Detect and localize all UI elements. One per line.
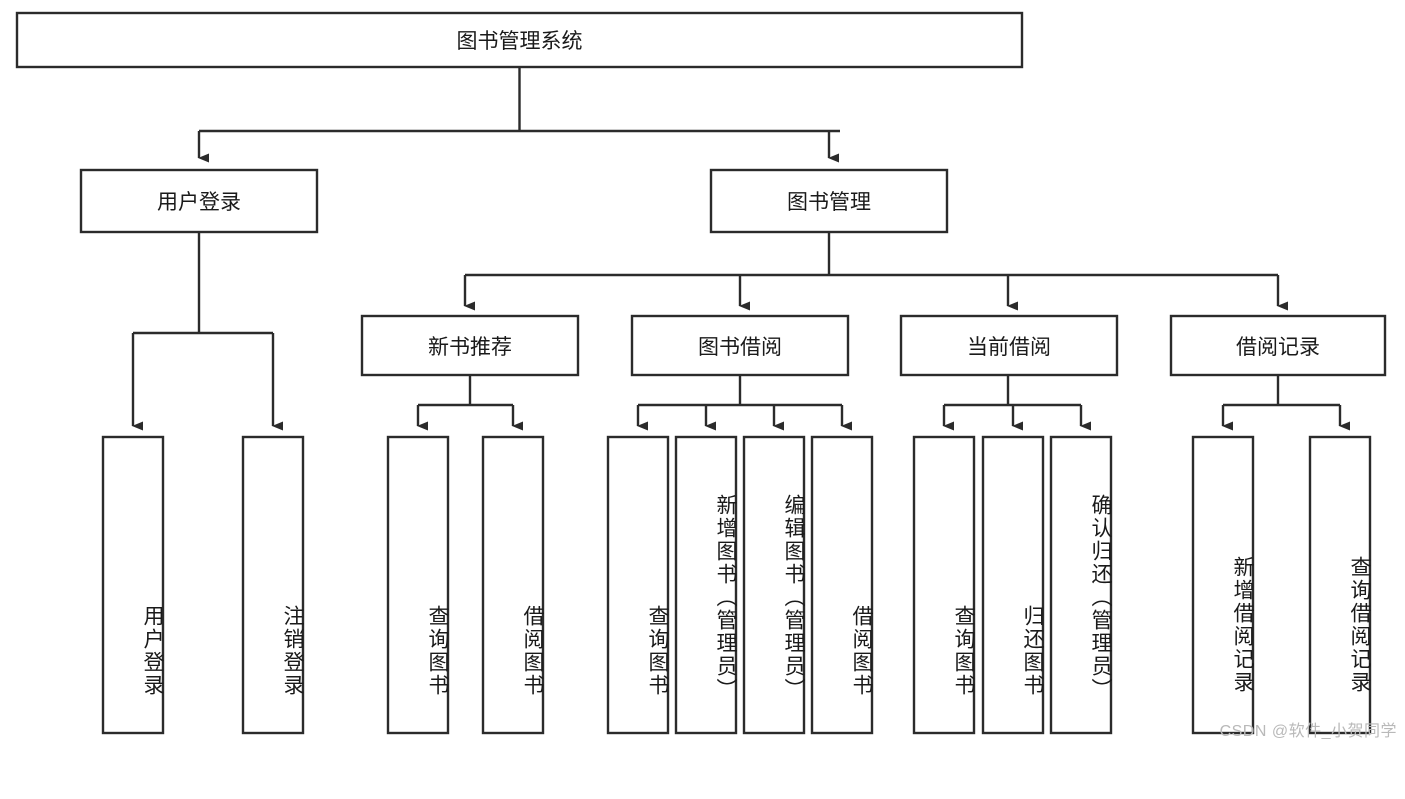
node-box-book-management[interactable] (709, 168, 949, 234)
node-box-leaf-logout[interactable] (241, 435, 305, 735)
connector-group-new-book-recommend (416, 375, 523, 431)
connector-group-user-login (131, 232, 283, 431)
connector-group-borrow-record (1221, 375, 1350, 431)
node-box-leaf-edit-book[interactable] (742, 435, 806, 735)
node-box-leaf-confirm-return[interactable] (1049, 435, 1113, 735)
node-box-leaf-borrow-book-a[interactable] (481, 435, 545, 735)
node-box-leaf-return-book[interactable] (981, 435, 1045, 735)
node-box-leaf-user-login[interactable] (101, 435, 165, 735)
node-box-leaf-add-book[interactable] (674, 435, 738, 735)
node-box-leaf-borrow-book-b[interactable] (810, 435, 874, 735)
connector-group-root (197, 67, 840, 163)
connector-group-book-borrow (636, 375, 852, 431)
node-box-leaf-add-record[interactable] (1191, 435, 1255, 735)
connector-group-current-borrow (942, 375, 1091, 431)
diagram-canvas: 图书管理系统 用户登录 图书管理 新书推荐 图书借阅 当前借阅 借阅记录 用户登… (15, 11, 1397, 740)
node-box-user-login[interactable] (79, 168, 319, 234)
node-box-root[interactable] (15, 11, 1024, 69)
connector-group-book-management (463, 232, 1288, 311)
flowchart-svg (15, 11, 1387, 735)
node-box-leaf-query-book-a[interactable] (386, 435, 450, 735)
node-box-leaf-query-record[interactable] (1308, 435, 1372, 735)
node-box-current-borrow[interactable] (899, 314, 1119, 377)
node-box-borrow-record[interactable] (1169, 314, 1387, 377)
node-box-leaf-query-book-b[interactable] (606, 435, 670, 735)
watermark-text: CSDN @软件_小贺同学 (1219, 723, 1397, 740)
node-box-new-book-recommend[interactable] (360, 314, 580, 377)
node-box-book-borrow[interactable] (630, 314, 850, 377)
node-box-leaf-query-book-c[interactable] (912, 435, 976, 735)
